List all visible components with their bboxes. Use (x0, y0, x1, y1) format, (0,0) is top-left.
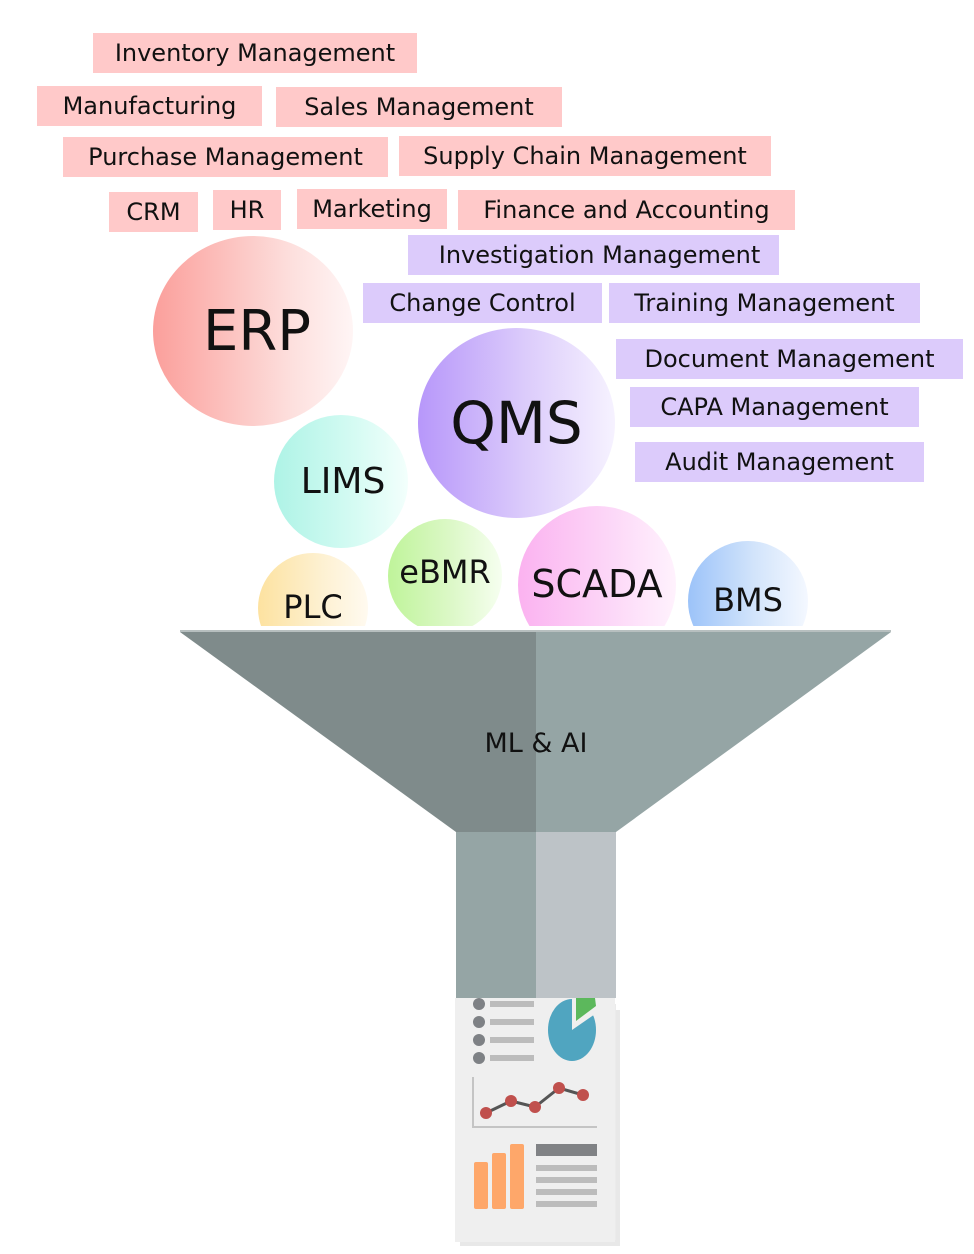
scada-label: SCADA (531, 562, 663, 606)
report-pie-chart-icon (548, 998, 598, 1061)
lims-bubble: LIMS (274, 415, 408, 548)
erp-module-inventory-management: Inventory Management (93, 33, 417, 73)
bullet-line (490, 1055, 534, 1061)
erp-module-purchase-management: Purchase Management (63, 137, 388, 177)
qms-module-investigation-management: Investigation Management (408, 235, 779, 275)
erp-bubble: ERP (153, 236, 353, 426)
bullet-line (490, 1019, 534, 1025)
erp-module-hr: HR (213, 190, 281, 230)
qms-module-training-management: Training Management (609, 283, 920, 323)
qms-module-audit-management: Audit Management (635, 442, 924, 482)
erp-module-supply-chain-management: Supply Chain Management (399, 136, 771, 176)
lims-label: LIMS (300, 461, 386, 502)
text-line (536, 1201, 597, 1207)
report-line-chart-icon (472, 1077, 597, 1128)
text-line (536, 1165, 597, 1171)
plc-label: PLC (283, 588, 343, 626)
erp-label: ERP (202, 298, 312, 364)
qms-bubble: QMS (418, 328, 615, 518)
bullet-dot (473, 1016, 485, 1028)
erp-module-sales-management: Sales Management (276, 87, 562, 127)
erp-module-finance-and-accounting: Finance and Accounting (458, 190, 795, 230)
erp-module-marketing: Marketing (297, 189, 447, 229)
bubble-row-clip: PLC eBMR SCADA BMS (0, 0, 974, 626)
report-bar-chart-icon (474, 1144, 524, 1209)
report-document-icon (455, 998, 620, 1246)
bullet-line (490, 1001, 534, 1007)
funnel-cone-right (536, 632, 891, 832)
scada-bubble: SCADA (518, 506, 676, 626)
bar-chart-bar (510, 1144, 524, 1209)
line-chart-point (553, 1082, 565, 1094)
bar-chart-bar (474, 1162, 488, 1209)
erp-module-crm: CRM (109, 192, 198, 232)
bullet-dot (473, 1052, 485, 1064)
bms-label: BMS (713, 581, 783, 619)
report-text-block (536, 1144, 597, 1207)
bar-chart-bar (492, 1153, 506, 1209)
pie-slice (576, 998, 596, 1021)
line-chart-point (505, 1095, 517, 1107)
text-line (536, 1189, 597, 1195)
text-heading-line (536, 1144, 597, 1156)
ebmr-bubble: eBMR (388, 519, 502, 626)
funnel-label: ML & AI (484, 728, 588, 759)
line-chart-point (529, 1101, 541, 1113)
qms-module-change-control: Change Control (363, 283, 602, 323)
bullet-dot (473, 998, 485, 1010)
funnel-rim (180, 630, 891, 632)
erp-module-manufacturing: Manufacturing (37, 86, 262, 126)
plc-bubble: PLC (258, 553, 368, 626)
bullet-dot (473, 1034, 485, 1046)
line-chart-axes (472, 1077, 597, 1128)
line-chart-point (480, 1107, 492, 1119)
qms-module-document-management: Document Management (616, 339, 963, 379)
funnel-cone-left (180, 632, 536, 832)
funnel-spout-left (456, 832, 536, 998)
qms-module-capa-management: CAPA Management (630, 387, 919, 427)
bullet-line (490, 1037, 534, 1043)
report-bullet-list (473, 998, 534, 1064)
text-line (536, 1177, 597, 1183)
line-chart-point (577, 1089, 589, 1101)
qms-label: QMS (450, 389, 583, 457)
funnel-spout-right (536, 832, 616, 998)
ebmr-label: eBMR (399, 553, 491, 591)
